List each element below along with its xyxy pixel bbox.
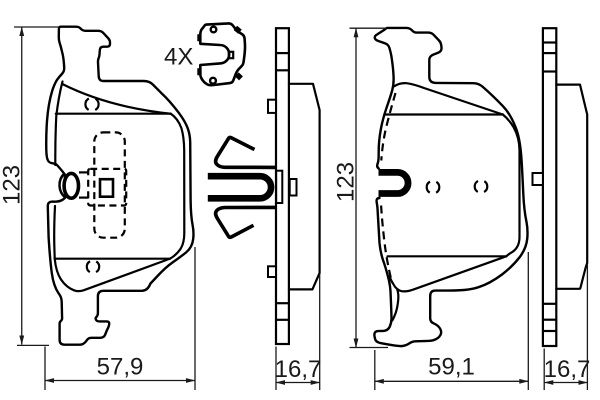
svg-text:59,1: 59,1 [428, 354, 475, 381]
svg-text:57,9: 57,9 [97, 354, 144, 381]
svg-text:123: 123 [333, 162, 360, 202]
svg-text:123: 123 [0, 165, 26, 205]
svg-text:16,7: 16,7 [275, 356, 322, 383]
svg-text:16,7: 16,7 [544, 356, 591, 383]
svg-text:4X: 4X [164, 44, 193, 71]
